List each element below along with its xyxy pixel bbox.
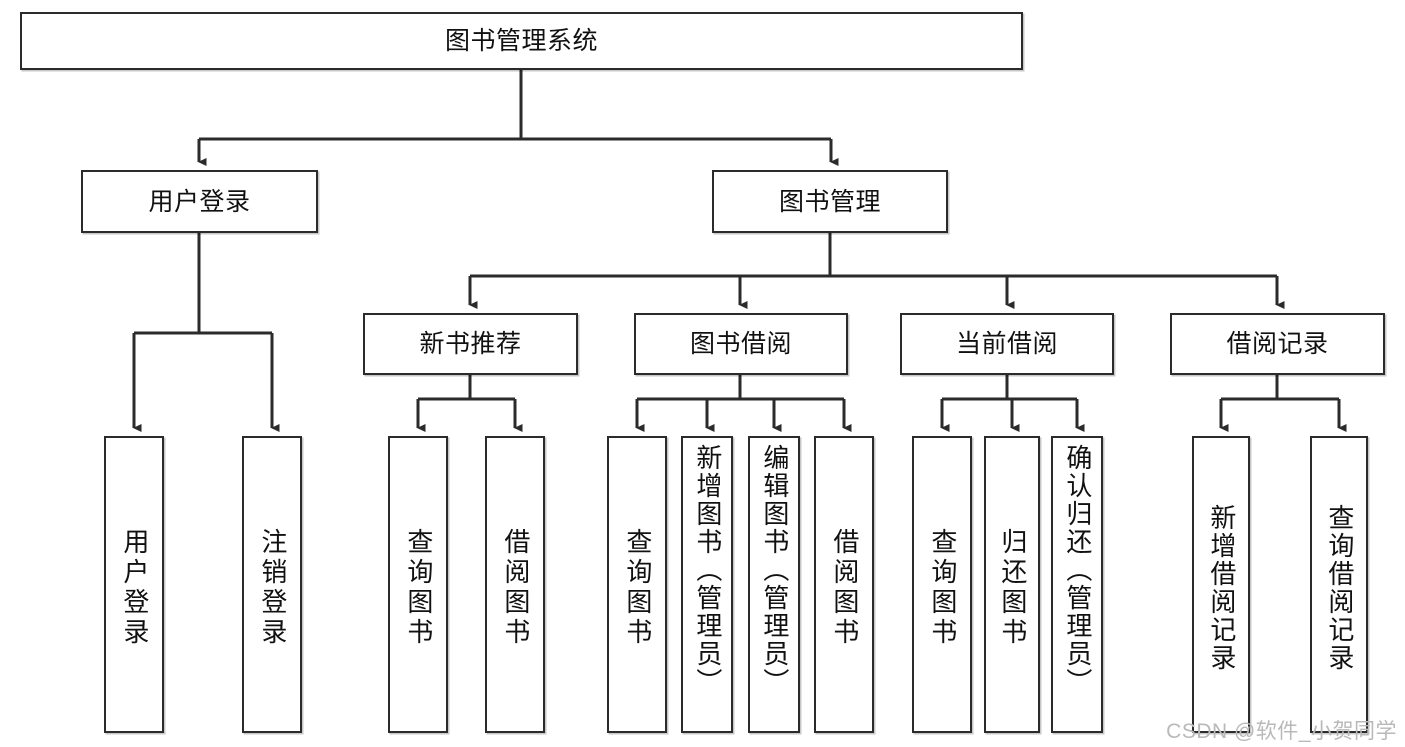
node-current-borrow-label: 当前借阅: [955, 330, 1058, 358]
node-leaf-query-book-2-label: 查询图书: [622, 527, 653, 648]
node-leaf-edit-book-label: 编辑图书（管理员）: [759, 444, 790, 696]
node-leaf-query-book-1[interactable]: 查询图书: [388, 436, 448, 733]
node-leaf-query-record[interactable]: 查询借阅记录: [1310, 436, 1368, 733]
node-leaf-user-logout-label: 注销登录: [257, 527, 288, 648]
node-leaf-user-login-label: 用户登录: [119, 527, 150, 648]
node-leaf-borrow-book-2-label: 借阅图书: [829, 527, 860, 648]
node-book-borrow[interactable]: 图书借阅: [634, 313, 848, 375]
node-current-borrow[interactable]: 当前借阅: [900, 313, 1114, 375]
node-new-book-rec[interactable]: 新书推荐: [363, 313, 578, 375]
node-book-manage-label: 图书管理: [778, 187, 881, 216]
node-leaf-return-book[interactable]: 归还图书: [984, 436, 1040, 733]
node-root[interactable]: 图书管理系统: [20, 12, 1023, 70]
node-leaf-confirm-return-label: 确认归还（管理员）: [1062, 444, 1093, 696]
node-leaf-return-book-label: 归还图书: [997, 527, 1028, 648]
node-leaf-user-login[interactable]: 用户登录: [104, 436, 164, 733]
node-leaf-borrow-book-2[interactable]: 借阅图书: [814, 436, 874, 733]
node-leaf-add-book-label: 新增图书（管理员）: [692, 444, 723, 696]
node-borrow-record-label: 借阅记录: [1226, 330, 1329, 358]
node-leaf-add-record[interactable]: 新增借阅记录: [1192, 436, 1250, 733]
node-borrow-record[interactable]: 借阅记录: [1170, 313, 1385, 375]
node-leaf-query-book-3-label: 查询图书: [927, 527, 958, 648]
node-leaf-borrow-book-1-label: 借阅图书: [500, 527, 531, 648]
node-leaf-edit-book[interactable]: 编辑图书（管理员）: [748, 436, 800, 733]
node-leaf-add-book[interactable]: 新增图书（管理员）: [681, 436, 733, 733]
csdn-watermark: CSDN @软件_小贺同学: [1166, 720, 1397, 743]
node-leaf-add-record-label: 新增借阅记录: [1206, 503, 1237, 672]
node-user-login-label: 用户登录: [148, 187, 251, 216]
node-user-login[interactable]: 用户登录: [81, 170, 318, 233]
node-leaf-borrow-book-1[interactable]: 借阅图书: [485, 436, 545, 733]
node-leaf-query-book-2[interactable]: 查询图书: [607, 436, 667, 733]
node-leaf-user-logout[interactable]: 注销登录: [242, 436, 302, 733]
node-new-book-rec-label: 新书推荐: [419, 330, 522, 358]
node-root-label: 图书管理系统: [444, 27, 598, 55]
node-leaf-query-book-3[interactable]: 查询图书: [912, 436, 972, 733]
node-leaf-query-record-label: 查询借阅记录: [1324, 503, 1355, 672]
node-book-manage[interactable]: 图书管理: [712, 170, 948, 233]
node-book-borrow-label: 图书借阅: [689, 330, 792, 358]
node-leaf-confirm-return[interactable]: 确认归还（管理员）: [1051, 436, 1103, 733]
node-leaf-query-book-1-label: 查询图书: [403, 527, 434, 648]
